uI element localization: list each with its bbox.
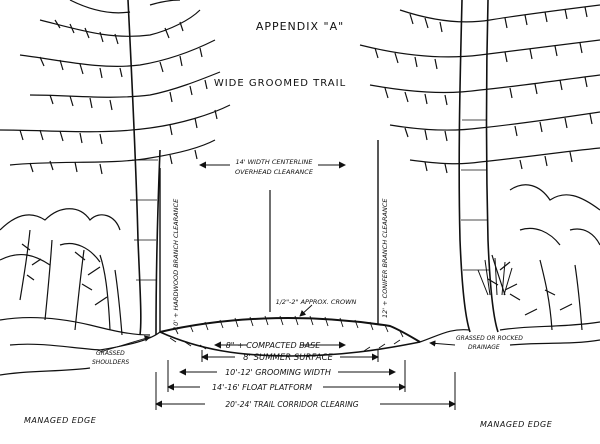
managed-edge-right: MANAGED EDGE — [480, 420, 553, 429]
trail-cross-section — [99, 315, 471, 357]
conifer-clearance-label: 12' + CONIFER BRANCH CLEARANCE — [381, 198, 389, 318]
grooming-width-label: 10'-12' GROOMING WIDTH — [225, 368, 331, 377]
left-forest-illustration — [0, 0, 231, 376]
compacted-base-label: 8" + COMPACTED BASE — [226, 341, 322, 350]
diagram-subtitle: WIDE GROOMED TRAIL — [214, 78, 346, 89]
managed-edge-left: MANAGED EDGE — [24, 416, 97, 425]
diagram-title: APPENDIX "A" — [256, 20, 344, 33]
right-forest-illustration — [359, 0, 600, 346]
crown-label: 1/2"-2" APPROX. CROWN — [276, 298, 357, 306]
shoulders-pointer — [99, 335, 151, 353]
shoulders-label-bottom: SHOULDERS — [92, 359, 129, 366]
drainage-label-top: GRASSED OR ROCKED — [456, 335, 523, 342]
corridor-clearing-label: 20'-24' TRAIL CORRIDOR CLEARING — [225, 400, 358, 409]
shoulders-label-top: GRASSED — [96, 350, 125, 357]
centerline-label-bottom: OVERHEAD CLEARANCE — [235, 168, 314, 176]
summer-surface-label: 8' SUMMER SURFACE — [243, 353, 333, 363]
dimension-lines — [155, 341, 456, 410]
crown-pointer — [299, 304, 313, 317]
centerline-label-top: 14' WIDTH CENTERLINE — [235, 158, 313, 166]
float-platform-label: 14'-16' FLOAT PLATFORM — [212, 383, 312, 392]
drainage-label-bottom: DRAINAGE — [468, 344, 500, 351]
drainage-pointer — [429, 340, 456, 347]
hardwood-clearance-label: 10' + HARDWOOD BRANCH CLEARANCE — [172, 198, 180, 330]
